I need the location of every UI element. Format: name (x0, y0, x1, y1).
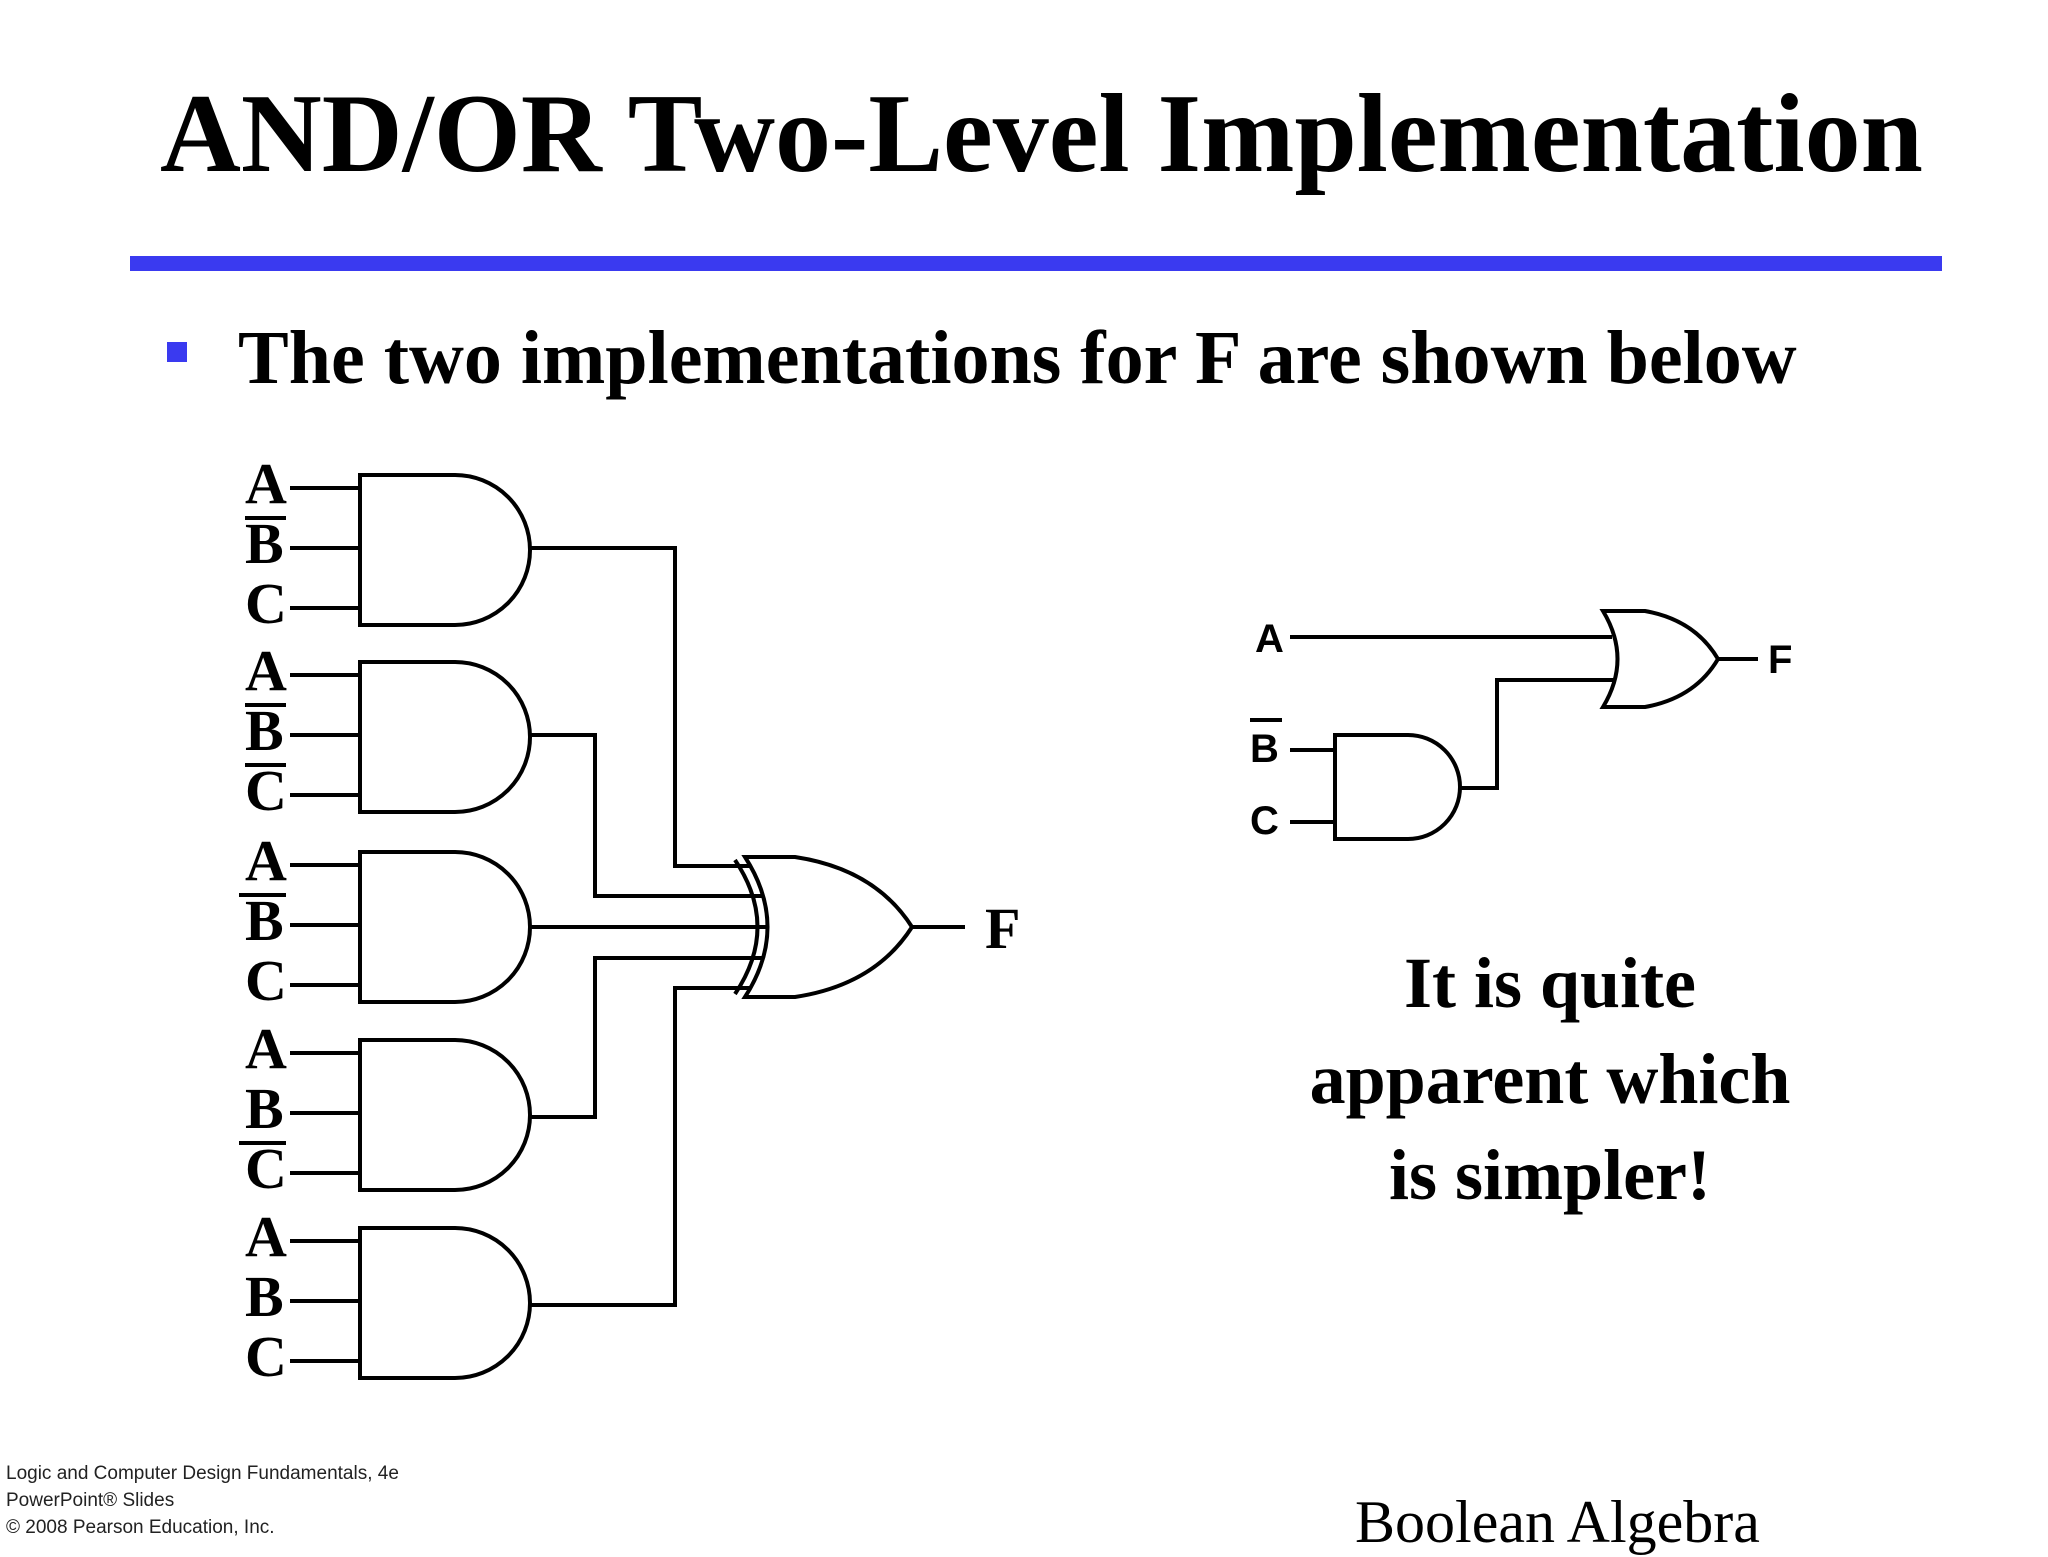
gate-3-input-a: A (245, 828, 287, 893)
gate-4-input-c: C (245, 1136, 287, 1201)
right-input-b: B (1250, 727, 1279, 771)
gate-2-input-b: B (245, 698, 284, 763)
title-rule (130, 256, 1942, 271)
or-gate-left: F (733, 855, 1020, 999)
right-input-c: C (1250, 799, 1279, 843)
footer-line-2: PowerPoint® Slides (6, 1490, 175, 1511)
conclusion-note: It is quite apparent which is simpler! (1250, 935, 1850, 1223)
and-gate-2: A B C (245, 638, 532, 823)
right-output-f: F (1768, 638, 1792, 682)
or-gate-right: F (1599, 609, 1792, 709)
and-gate-1: A B C (245, 451, 532, 636)
footer-line-1: Logic and Computer Design Fundamentals, … (6, 1463, 399, 1484)
gate-3-input-c: C (245, 948, 287, 1013)
bullet-marker (167, 342, 187, 362)
gate-5-input-c: C (245, 1324, 287, 1389)
gate-2-input-c: C (245, 758, 287, 823)
footer-credit: Logic and Computer Design Fundamentals, … (6, 1460, 399, 1541)
gate-3-input-b: B (245, 888, 284, 953)
gate-1-input-b: B (245, 511, 284, 576)
and-gate-right: B C (1250, 718, 1462, 843)
footer-line-3: © 2008 Pearson Education, Inc. (6, 1517, 275, 1538)
slide-title: AND/OR Two-Level Implementation (160, 72, 1923, 196)
gate-4-input-b: B (245, 1076, 284, 1141)
right-circuit: A F B C (1250, 609, 1792, 843)
note-line-3: is simpler! (1389, 1135, 1711, 1215)
gate-5-input-a: A (245, 1204, 287, 1269)
gate-5-input-b: B (245, 1264, 284, 1329)
gate-1-input-a: A (245, 451, 287, 516)
bullet-text: The two implementations for F are shown … (238, 316, 1797, 400)
gate-2-input-a: A (245, 638, 287, 703)
left-circuit: A B C A B C A B C (239, 451, 1020, 1389)
and-gate-4: A B C (239, 1016, 532, 1201)
note-line-1: It is quite (1403, 943, 1697, 1023)
and-gate-3: A B C (239, 828, 532, 1013)
left-wires (530, 546, 768, 1307)
left-output-f: F (985, 896, 1020, 961)
gate-1-input-c: C (245, 571, 287, 636)
right-input-a: A (1255, 617, 1284, 661)
note-line-2: apparent which (1309, 1039, 1791, 1119)
and-gate-5: A B C (245, 1204, 532, 1389)
slide-topic: Boolean Algebra (1355, 1489, 1760, 1555)
gate-4-input-a: A (245, 1016, 287, 1081)
